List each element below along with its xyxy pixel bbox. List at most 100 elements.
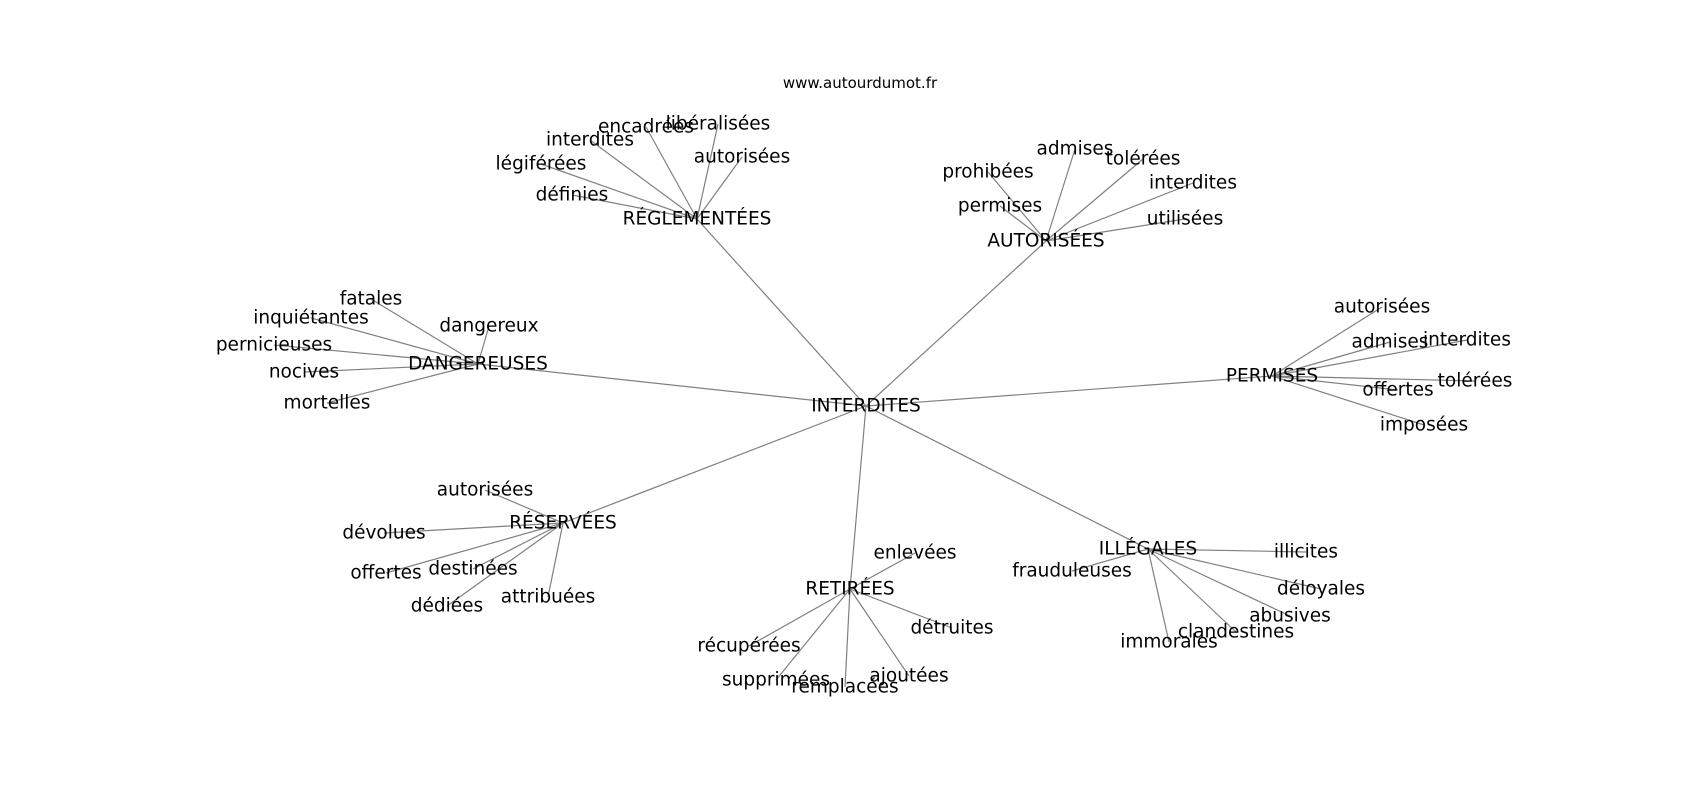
leaf-word: admises — [1037, 139, 1114, 160]
leaf-word: autorisées — [437, 480, 533, 501]
edges — [273, 123, 1476, 688]
graph-edge — [1147, 548, 1322, 590]
graph-edge — [1271, 375, 1399, 391]
graph-edge — [1045, 158, 1144, 242]
leaf-word: définies — [536, 185, 609, 206]
graph-edge — [999, 205, 1047, 242]
graph-edge — [1045, 218, 1186, 242]
leaf-word: récupérées — [697, 636, 800, 657]
graph-edge — [571, 194, 698, 220]
leaf-word: offertes — [1362, 380, 1433, 401]
graph-edge — [645, 126, 698, 220]
graph-edge — [370, 298, 479, 365]
leaf-word: légiférées — [496, 154, 587, 175]
leaf-word: prohibées — [942, 162, 1033, 183]
leaf-word: déloyales — [1277, 579, 1365, 600]
graph-edge — [865, 240, 1047, 407]
leaf-word: remplacées — [791, 677, 898, 698]
graph-edge — [477, 363, 867, 407]
hub-word: AUTORISÉES — [987, 230, 1104, 252]
leaf-word: enlevées — [874, 543, 957, 564]
graph-edge — [326, 363, 479, 404]
graph-edge — [589, 139, 698, 220]
leaf-word: tolérées — [1106, 149, 1181, 170]
graph-edge — [385, 522, 564, 574]
graph-edge — [696, 156, 743, 220]
leaf-word: inquiétantes — [253, 308, 368, 329]
graph-edge — [547, 522, 564, 598]
graph-edge — [1271, 375, 1476, 382]
leaf-word: utilisées — [1147, 209, 1223, 230]
leaf-word: attribuées — [501, 587, 595, 608]
leaf-word: pernicieuses — [216, 335, 332, 356]
leaf-word: frauduleuses — [1012, 561, 1132, 582]
graph-edge — [849, 588, 910, 677]
graph-edge — [849, 405, 867, 590]
graph-edge — [472, 522, 564, 570]
leaf-word: immorales — [1120, 632, 1218, 653]
graph-edge — [1271, 339, 1468, 377]
hub-word: PERMISES — [1226, 366, 1318, 387]
graph-edge — [477, 325, 490, 365]
leaf-word: autorisées — [1334, 297, 1430, 318]
graph-edge — [484, 489, 564, 524]
graph-edge — [696, 218, 867, 407]
graph-edge — [1071, 548, 1149, 572]
graph-edge — [446, 522, 564, 607]
leaf-word: abusives — [1249, 606, 1331, 627]
graph-edge — [303, 363, 479, 373]
source-label: www.autourdumot.fr — [783, 74, 938, 92]
graph-edge — [696, 123, 719, 220]
graph-edge — [849, 552, 916, 590]
graph-edge — [865, 405, 1149, 550]
graph-edge — [1147, 548, 1170, 643]
graph-edge — [1147, 548, 1237, 633]
leaf-word: illicites — [1274, 542, 1338, 563]
leaf-word: mortelles — [284, 393, 371, 414]
leaf-word: imposées — [1380, 415, 1468, 436]
leaf-word: dangereux — [439, 316, 538, 337]
center-word: INTERDITES — [811, 396, 921, 417]
leaf-word: détruites — [910, 618, 993, 639]
hub-word: RETIRÉES — [805, 578, 894, 600]
hub-word: RÉSERVÉES — [509, 512, 617, 534]
graph-edge — [383, 522, 564, 534]
graph-edge — [1271, 375, 1425, 426]
graph-edge — [844, 588, 851, 688]
graph-edge — [849, 588, 953, 629]
leaf-word: offertes — [350, 563, 421, 584]
leaf-word: autorisées — [694, 147, 790, 168]
leaf-word: tolérées — [1438, 371, 1513, 392]
leaf-word: dédiées — [411, 596, 483, 617]
graph-edge — [540, 163, 698, 220]
leaf-word: admises — [1352, 332, 1429, 353]
hub-word: RÉGLEMENTÉES — [623, 208, 772, 230]
hub-word: ILLÉGALES — [1099, 538, 1198, 560]
hub-word: DANGEREUSES — [408, 354, 548, 375]
node-labels: INTERDITES RÉGLEMENTÉES libéraliséesencadr… — [216, 114, 1513, 698]
graph-edge — [562, 405, 867, 524]
graph-edge — [1045, 148, 1076, 242]
leaf-word: encadrées — [598, 117, 694, 138]
leaf-word: libéralisées — [666, 114, 771, 135]
graph-edge — [748, 588, 851, 647]
graph-edge — [1045, 182, 1194, 242]
graph-edge — [987, 171, 1047, 242]
graph-edge — [865, 375, 1273, 407]
leaf-word: nocives — [269, 362, 339, 383]
leaf-word: dévolues — [342, 523, 425, 544]
graph-edge — [273, 344, 479, 365]
leaf-word: permises — [958, 196, 1042, 217]
leaf-word: clandestines — [1178, 622, 1294, 643]
graph-edge — [1147, 548, 1307, 553]
graph-edge — [1147, 548, 1291, 617]
leaf-word: ajoutées — [869, 666, 948, 687]
graph-edge — [1271, 306, 1383, 377]
leaf-word: supprimées — [722, 670, 830, 691]
graph-edge — [1271, 341, 1391, 377]
graph-edge — [775, 588, 851, 681]
graph-edge — [310, 317, 479, 365]
leaf-word: interdites — [546, 130, 634, 151]
leaf-word: interdites — [1423, 330, 1511, 351]
